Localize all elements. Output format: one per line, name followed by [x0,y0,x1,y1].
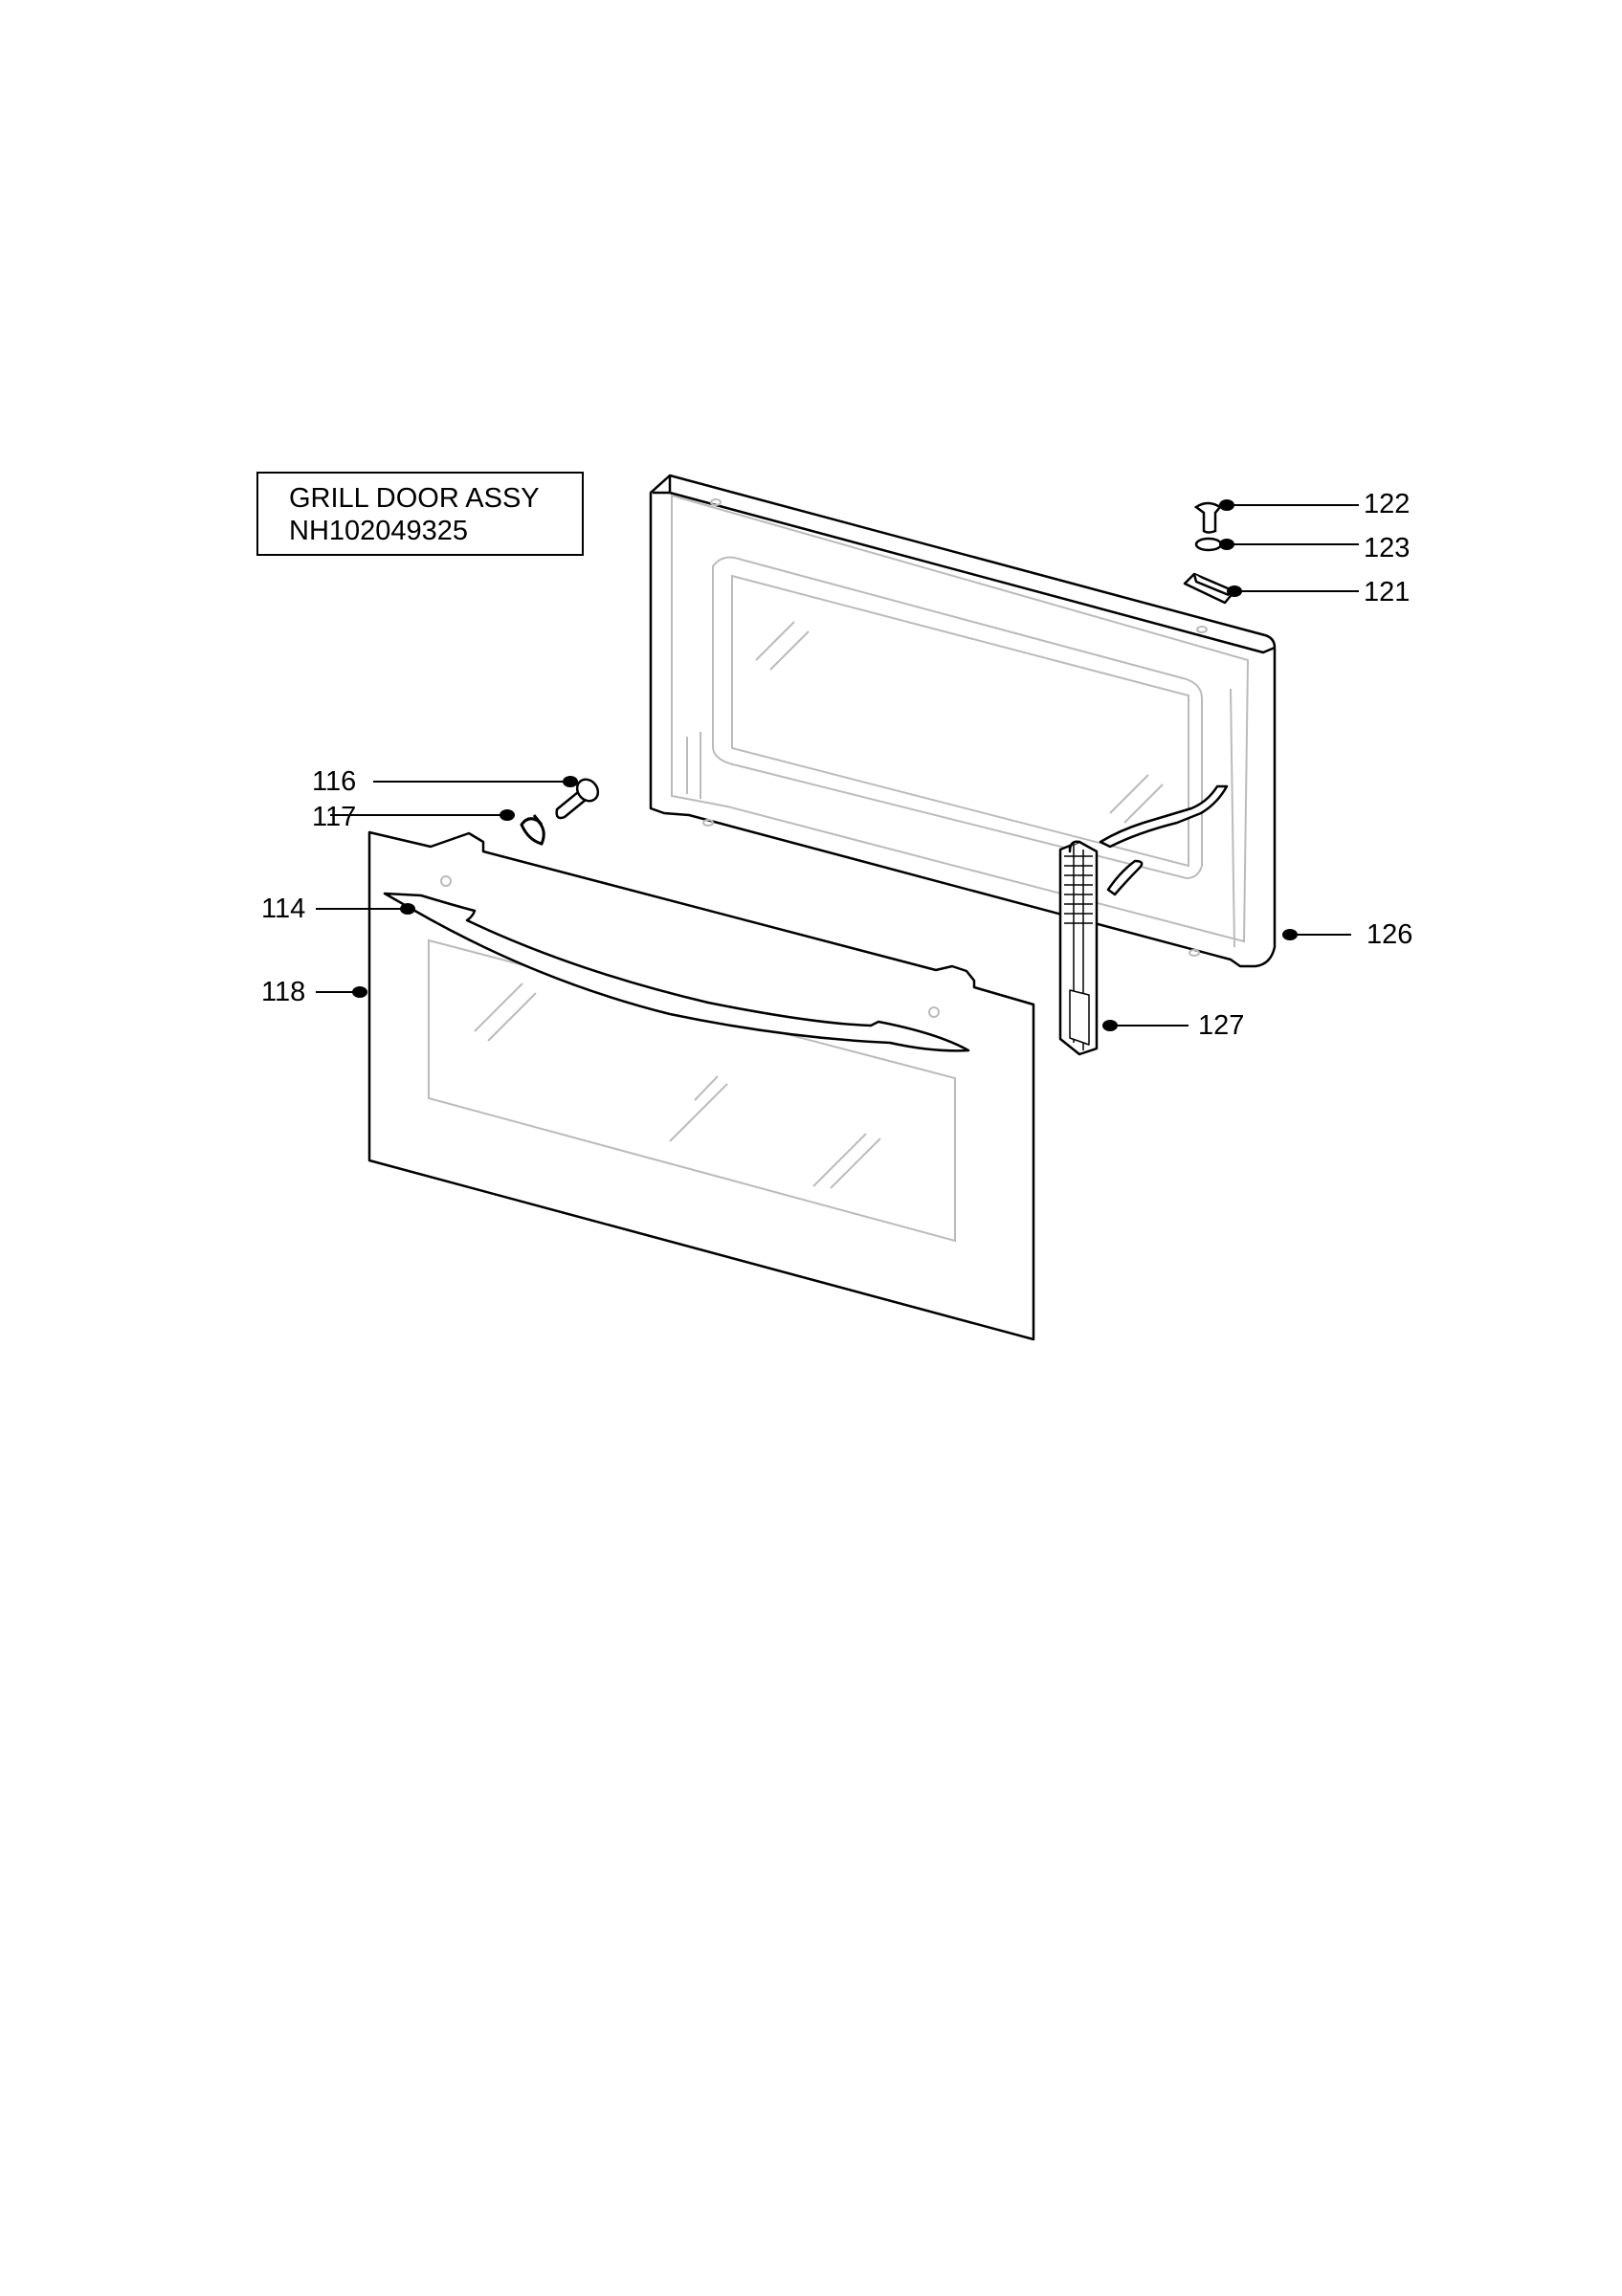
leader-dots [352,499,1298,1031]
callout-117: 117 [312,802,357,832]
callout-118: 118 [261,977,306,1007]
clip-part [1183,572,1236,605]
fixing-screw-part [1193,501,1222,534]
assembly-title: GRILL DOOR ASSY [289,483,540,514]
callout-126: 126 [1366,919,1413,950]
callout-121: 121 [1364,577,1411,607]
inner-door-frame [649,474,1277,968]
callout-127: 127 [1198,1010,1245,1041]
ring-part [1194,537,1223,552]
callout-123: 123 [1364,533,1411,563]
callout-116: 116 [312,766,357,797]
assembly-title-box: GRILL DOOR ASSY NH102049325 [256,472,584,556]
callout-114: 114 [261,894,306,924]
callout-122: 122 [1364,489,1411,519]
washer [520,814,545,846]
assembly-code: NH102049325 [289,516,469,546]
hinge [1058,784,1229,1056]
leader-lines [316,504,1359,1027]
inner-door-frame-detail [671,494,1250,957]
screw [555,778,600,820]
door-handle [383,892,970,1052]
